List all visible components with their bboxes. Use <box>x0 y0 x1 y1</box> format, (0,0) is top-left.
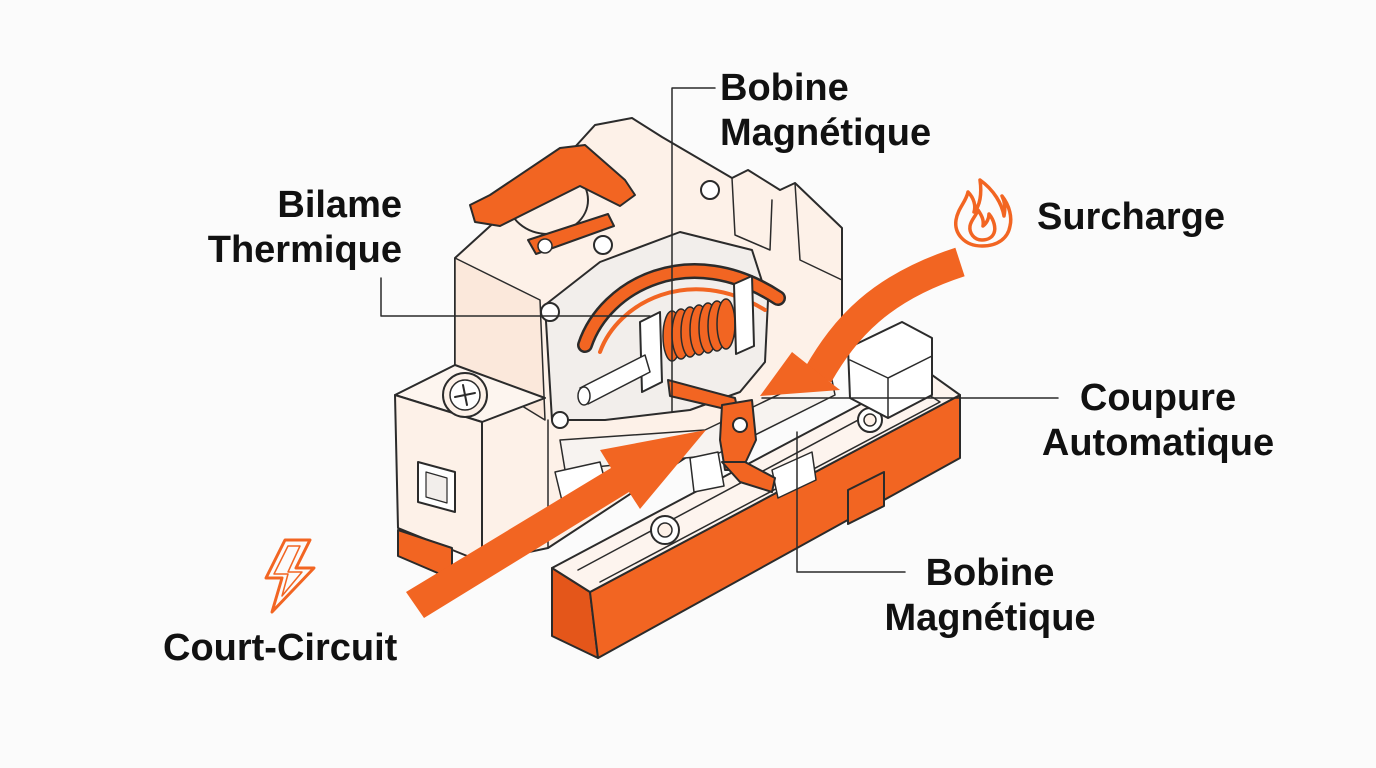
coil-frame-left <box>639 311 663 393</box>
housing-hole <box>593 235 613 255</box>
internal-contact-right <box>771 451 817 499</box>
housing-notch <box>731 177 773 251</box>
toggle-pivot <box>537 238 553 254</box>
tray-hole-right-inner <box>863 413 877 427</box>
internal-contact-mid <box>689 451 725 493</box>
plunger-tip <box>577 386 591 406</box>
flame-outer <box>954 178 1013 248</box>
coil-turn <box>716 298 736 350</box>
leader-bottom-coil <box>796 431 906 573</box>
din-clip-right <box>847 471 885 525</box>
label-line: Bilame <box>277 184 402 226</box>
leader-bimetal <box>380 277 651 317</box>
label-line: Magnétique <box>884 597 1096 639</box>
label-overload: Surcharge <box>1037 196 1225 238</box>
label-thermal-bimetal: Bilame Thermique <box>208 183 402 273</box>
overload-arrow-head <box>760 352 840 396</box>
label-line: Bobine <box>720 67 849 109</box>
short-circuit-arrow <box>406 430 706 618</box>
housing-hole <box>551 411 569 429</box>
label-line: Magnétique <box>720 112 932 154</box>
label-line: Coupure <box>1079 377 1237 419</box>
current-arrows <box>406 247 965 618</box>
lightning-inner <box>273 545 303 597</box>
contact-strip <box>721 461 776 493</box>
label-auto-trip: Coupure Automatique <box>1018 376 1298 466</box>
leader-lines <box>380 87 1059 573</box>
overload-arrow-shaft <box>804 247 965 383</box>
toggle-lever <box>469 144 636 227</box>
fasteners <box>442 180 720 429</box>
housing-hole <box>700 180 720 200</box>
lightning-icon <box>264 538 316 614</box>
trip-lever-hole <box>732 417 748 433</box>
housing-step <box>794 182 843 281</box>
flame-inner <box>968 208 997 242</box>
housing-left-face <box>454 257 546 421</box>
label-line: Bobine <box>925 552 1055 594</box>
label-short-circuit: Court-Circuit <box>163 627 398 669</box>
housing-hole <box>540 302 560 322</box>
leader-top-coil <box>671 87 716 413</box>
magnetic-coil <box>662 298 736 362</box>
trip-lever-tab <box>719 399 757 471</box>
terminal-window-inner <box>425 471 448 504</box>
lightning-outer <box>264 538 316 614</box>
label-line: Automatique <box>1041 422 1275 464</box>
label-line: Thermique <box>207 229 402 271</box>
tray-hole-left-inner <box>657 522 673 538</box>
label-magnetic-coil-top: Bobine Magnétique <box>720 66 931 156</box>
label-magnetic-coil-bottom: Bobine Magnétique <box>850 551 1130 641</box>
coil-frame-right <box>733 275 755 355</box>
screw-slot-v <box>462 384 468 406</box>
flame-icon <box>954 178 1013 248</box>
toggle-switch <box>469 144 636 255</box>
